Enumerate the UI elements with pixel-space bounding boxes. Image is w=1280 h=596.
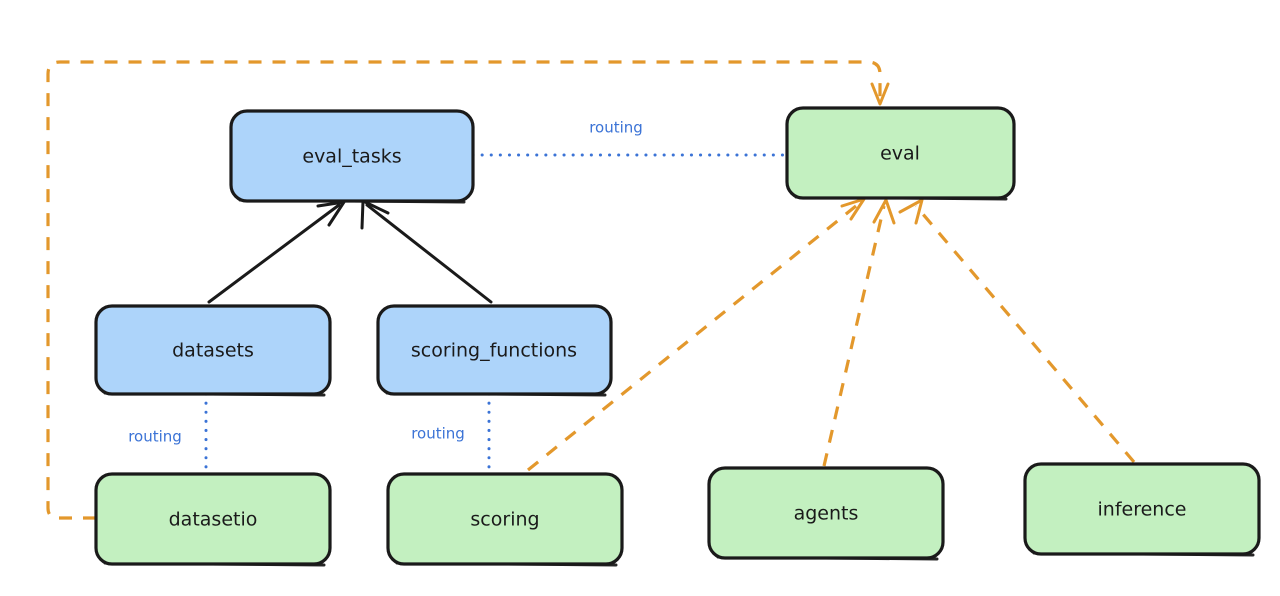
edge-inference-to-eval	[914, 204, 1136, 464]
node-eval_tasks-box[interactable]	[229, 109, 475, 203]
edge-label-routing-scoring_functions-scoring: routing	[411, 425, 465, 443]
node-agents-box[interactable]	[707, 466, 945, 560]
edge-scoring_functions-to-eval_tasks	[365, 203, 493, 304]
arrow-head-datasets-to-eval_tasks	[316, 200, 346, 227]
node-scoring_functions-box[interactable]	[376, 304, 613, 396]
node-eval[interactable]: eval	[785, 106, 1016, 201]
node-datasets-box[interactable]	[94, 304, 332, 396]
node-eval_tasks-label: eval_tasks	[302, 146, 401, 168]
arrow-head-datasetio-to-eval	[870, 82, 890, 106]
node-layer: eval_tasks eval datasets scoring_functio…	[94, 106, 1261, 567]
node-datasetio-box[interactable]	[94, 472, 332, 566]
edge-layer	[46, 60, 1136, 520]
node-inference[interactable]: inference	[1023, 462, 1261, 557]
node-agents[interactable]: agents	[707, 466, 945, 561]
node-eval-box[interactable]	[785, 106, 1016, 200]
node-agents-label: agents	[794, 503, 859, 525]
node-eval-label: eval	[880, 143, 920, 165]
edge-datasetio-to-eval	[46, 60, 882, 520]
edge-label-layer: routing routing routing	[128, 119, 643, 446]
node-inference-box[interactable]	[1023, 462, 1261, 556]
node-datasetio[interactable]: datasetio	[94, 472, 332, 567]
node-datasetio-label: datasetio	[169, 509, 258, 531]
edge-label-routing-datasets-datasetio: routing	[128, 428, 182, 446]
node-scoring-box[interactable]	[386, 472, 624, 566]
edge-agents-to-eval	[822, 205, 886, 467]
node-datasets[interactable]: datasets	[94, 304, 332, 397]
edge-label-routing-eval_tasks-eval: routing	[589, 119, 643, 137]
node-scoring_functions[interactable]: scoring_functions	[376, 304, 613, 397]
node-eval_tasks[interactable]: eval_tasks	[229, 109, 475, 204]
node-datasets-label: datasets	[172, 340, 254, 362]
arrow-head-agents-to-eval	[872, 198, 896, 225]
node-inference-label: inference	[1098, 499, 1187, 521]
edge-datasets-to-eval_tasks	[207, 203, 341, 304]
node-scoring-label: scoring	[470, 509, 539, 531]
arrow-head-inference-to-eval	[898, 198, 924, 225]
node-scoring_functions-label: scoring_functions	[411, 340, 577, 362]
node-scoring[interactable]: scoring	[386, 472, 624, 567]
